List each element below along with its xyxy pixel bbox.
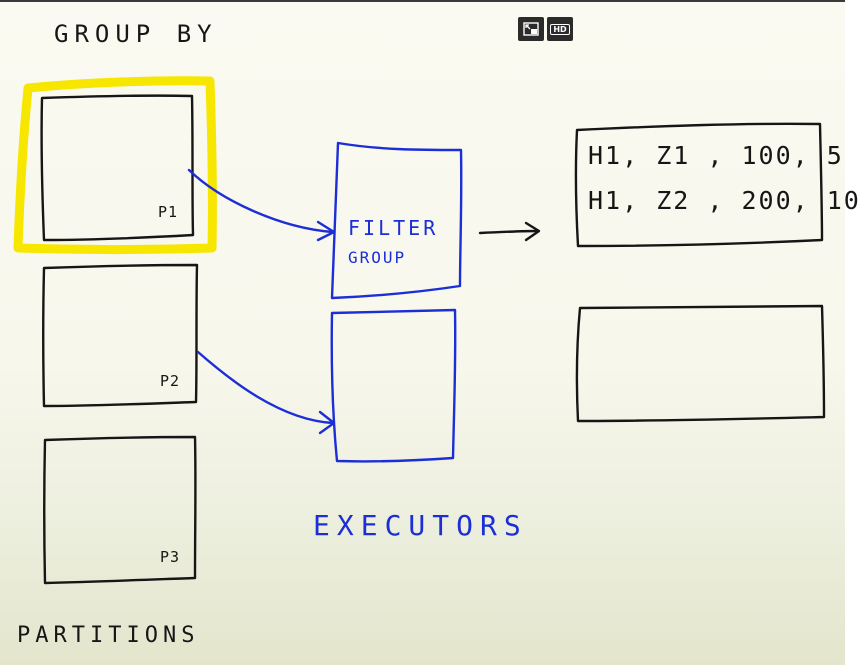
hd-quality-button[interactable]: HD — [547, 17, 573, 41]
executor-label-filter: FILTER — [348, 216, 439, 240]
partition-label-p1: P1 — [158, 203, 179, 221]
output-box-1 — [574, 122, 824, 248]
hd-badge: HD — [550, 23, 570, 35]
output-row-1: H1, Z1 , 100, 5 — [588, 141, 844, 170]
partition-box-p1 — [40, 94, 195, 242]
output-row-2: H1, Z2 , 200, 10 — [588, 186, 861, 215]
top-border — [0, 0, 845, 2]
partitions-caption: PARTITIONS — [17, 623, 200, 648]
arrow-p2-head — [318, 410, 336, 435]
arrow-p1-to-executor — [187, 168, 335, 234]
executors-caption: EXECUTORS — [313, 509, 528, 542]
partition-label-p2: P2 — [160, 372, 181, 390]
partition-box-p3 — [43, 435, 197, 585]
executor-box-2 — [330, 308, 457, 463]
executor-label-group: GROUP — [348, 248, 407, 267]
output-box-2 — [575, 304, 826, 423]
partition-box-p2 — [42, 263, 199, 408]
arrow-p2-to-executor — [196, 350, 335, 425]
p1-highlight — [13, 76, 217, 254]
arrow-to-output — [478, 229, 540, 235]
diagram-title: GROUP BY — [54, 20, 218, 48]
miniplayer-button[interactable] — [518, 17, 544, 41]
executor-box-1 — [330, 141, 463, 300]
arrow-p1-head — [316, 220, 336, 242]
partition-label-p3: P3 — [160, 548, 181, 566]
miniplayer-icon — [523, 22, 539, 36]
arrow-to-output-head — [524, 221, 541, 242]
